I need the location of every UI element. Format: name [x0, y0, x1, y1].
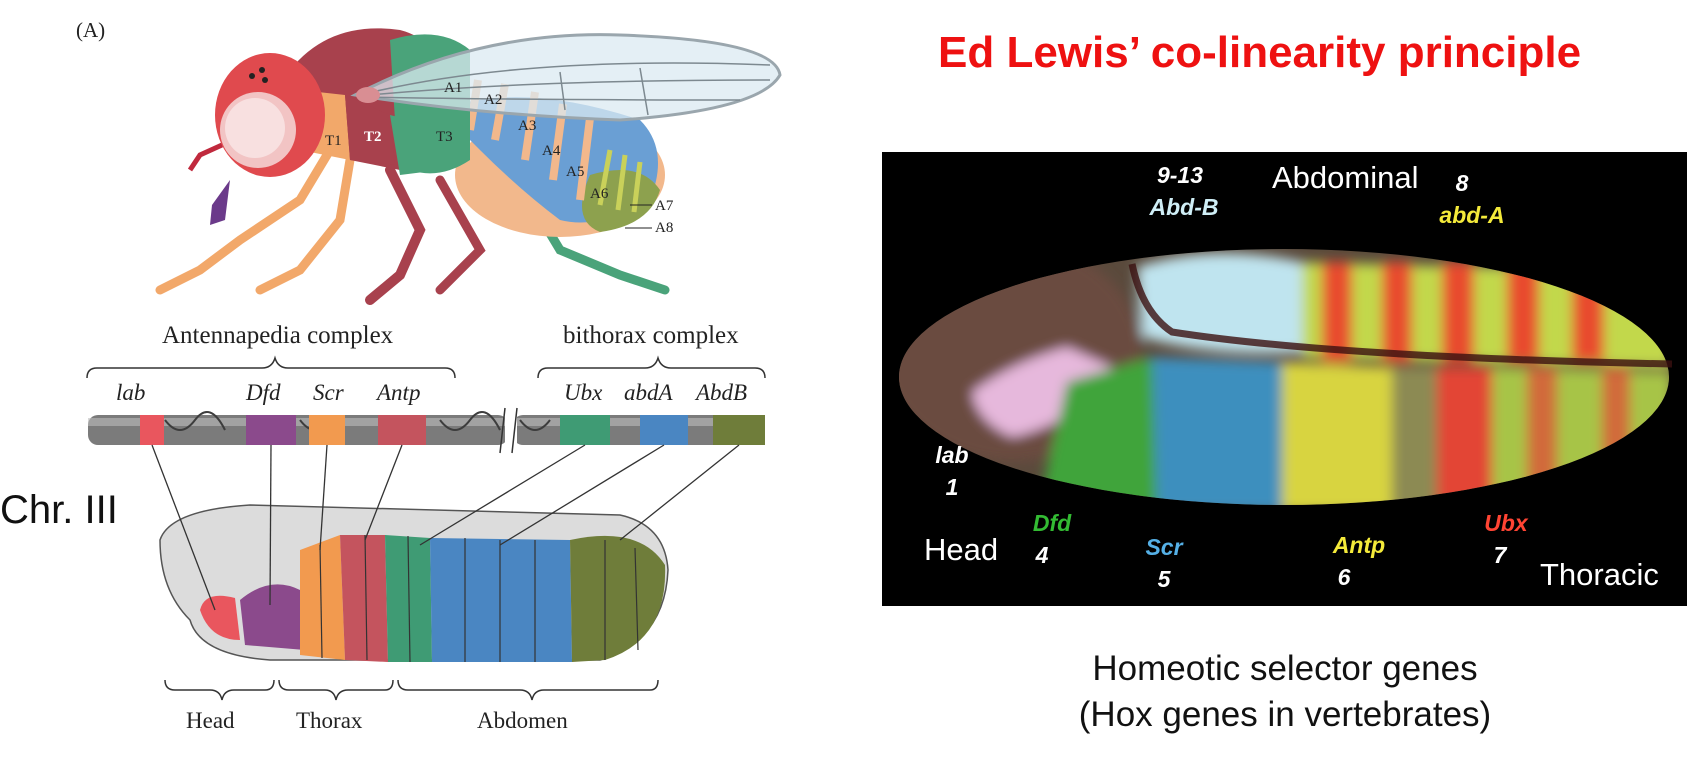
chromosome-larva-diagram	[86, 355, 766, 701]
bithorax-complex-label: bithorax complex	[563, 322, 739, 349]
segment-label: A4	[542, 143, 561, 159]
fly-head	[187, 53, 325, 225]
embryo-gene-number-abd-a: 8	[1455, 170, 1469, 196]
chromosome-bar	[88, 407, 765, 454]
embryo-gene-label-abd-b: Abd-B	[1149, 194, 1219, 220]
region-label-thoracic: Thoracic	[1540, 557, 1659, 592]
gene-label-abda: abdA	[624, 380, 673, 405]
embryo-gene-label-ubx: Ubx	[1484, 510, 1528, 536]
fly-segment-labels: T1 T2 T3 A1 A2 A3 A4 A5 A6 A7 A8	[325, 80, 674, 236]
region-label-head: Head	[924, 532, 999, 567]
region-label-abdominal: Abdominal	[1272, 160, 1419, 195]
segment-label: T3	[436, 129, 453, 145]
segment-label: A8	[655, 220, 673, 236]
embryo-gene-label-abd-a: abd-A	[1439, 202, 1505, 228]
embryo-gene-number-scr: 5	[1157, 566, 1171, 592]
segment-label: A6	[590, 186, 609, 202]
embryo-gene-label-scr: Scr	[1145, 534, 1183, 560]
gene-label-ubx: Ubx	[564, 380, 603, 405]
caption-line-1: Homeotic selector genes	[1092, 649, 1478, 688]
gene-label-scr: Scr	[313, 380, 344, 405]
fly-wing	[350, 33, 782, 122]
larva	[159, 504, 669, 663]
bithorax-brace	[537, 355, 766, 379]
gene-label-abdb: AbdB	[696, 380, 748, 405]
embryo-gene-label-antp: Antp	[1332, 532, 1386, 558]
antennapedia-brace	[86, 355, 456, 379]
body-region-braces	[164, 679, 659, 701]
fly-illustration: T1 T2 T3 A1 A2 A3 A4 A5 A6 A7 A8	[155, 28, 782, 305]
body-region-head: Head	[186, 708, 235, 733]
segment-label: A7	[655, 198, 674, 214]
chromosome-label: Chr. III	[0, 488, 118, 532]
segment-label: T2	[364, 129, 382, 145]
gene-connector-lines	[151, 444, 740, 611]
embryo-stain	[899, 249, 1673, 505]
embryo-gene-number-dfd: 4	[1035, 542, 1049, 568]
caption: Homeotic selector genes (Hox genes in ve…	[1040, 646, 1530, 738]
gene-label-lab: lab	[116, 380, 146, 405]
antennapedia-complex-label: Antennapedia complex	[162, 322, 394, 349]
embryo-gene-number-antp: 6	[1337, 564, 1351, 590]
fly-legs	[155, 145, 670, 305]
embryo-gene-number-abd-b: 9-13	[1156, 162, 1204, 188]
segment-label: A1	[444, 80, 462, 96]
embryo-gene-number-lab: 1	[945, 474, 959, 500]
caption-line-2: (Hox genes in vertebrates)	[1078, 695, 1492, 734]
gene-label-dfd: Dfd	[246, 380, 281, 405]
gene-label-antp: Antp	[377, 380, 421, 405]
panel-label: (A)	[76, 18, 106, 42]
body-region-abdomen: Abdomen	[477, 708, 568, 733]
body-region-thorax: Thorax	[296, 708, 363, 733]
embryo-gene-label-lab: lab	[935, 442, 969, 468]
segment-label: A2	[484, 92, 502, 108]
segment-label: A3	[518, 118, 536, 134]
segment-label: T1	[325, 133, 342, 149]
embryo-gene-label-dfd: Dfd	[1032, 510, 1072, 536]
embryo-image: Abdominal Head Thoracic lab 1 Dfd 4 Scr …	[882, 152, 1687, 606]
embryo-gene-number-ubx: 7	[1493, 542, 1507, 568]
segment-label: A5	[566, 164, 584, 180]
